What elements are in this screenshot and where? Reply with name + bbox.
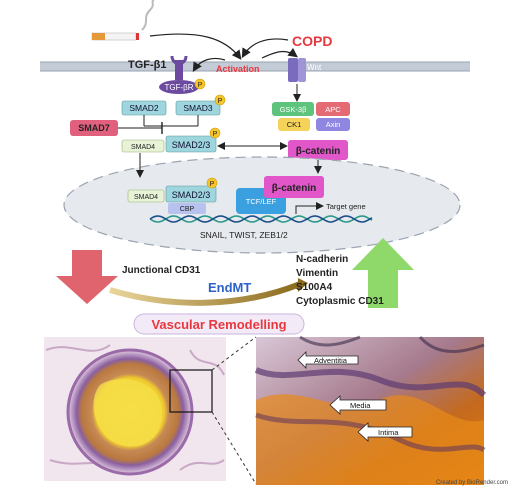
- svg-text:SMAD2/3: SMAD2/3: [172, 190, 211, 200]
- gsk3b-node: GSK-3β: [272, 102, 314, 116]
- smad23-nuc-node: SMAD2/3 P: [165, 177, 218, 203]
- svg-text:APC: APC: [325, 105, 341, 114]
- svg-text:Media: Media: [350, 401, 371, 410]
- svg-text:CBP: CBP: [180, 206, 195, 213]
- svg-text:TCF/LEF: TCF/LEF: [246, 197, 277, 206]
- svg-text:Intima: Intima: [378, 428, 399, 437]
- axin-node: Axin: [316, 118, 350, 131]
- smad7-node: SMAD7: [70, 120, 118, 136]
- copd-label: COPD: [292, 33, 332, 49]
- vascular-banner: [133, 313, 305, 335]
- snail-genes-label: SNAIL, TWIST, ZEB1/2: [200, 230, 288, 240]
- svg-text:Axin: Axin: [326, 120, 341, 129]
- smoke-arrow: [149, 33, 242, 60]
- activation-label: Activation: [216, 64, 260, 74]
- svg-text:β-catenin: β-catenin: [272, 183, 316, 194]
- histology-overview: [44, 337, 226, 481]
- tgf-ligand-label: TGF-β1: [128, 59, 167, 71]
- activation-right-arrow: [261, 47, 298, 59]
- adventitia-pointer: Adventitia: [297, 351, 359, 369]
- zoom-box: [169, 369, 213, 413]
- apc-node: APC: [316, 102, 350, 116]
- marker-ncadherin: N-cadherin: [296, 254, 348, 265]
- svg-text:SMAD4: SMAD4: [134, 194, 158, 201]
- smad4-cyto-node: SMAD4: [121, 139, 165, 153]
- smad2-node: SMAD2: [121, 100, 167, 116]
- cbp-node: CBP: [168, 203, 206, 214]
- smad3-node: SMAD3 P: [175, 94, 226, 116]
- svg-text:β-catenin: β-catenin: [296, 146, 340, 157]
- svg-text:SMAD2/3: SMAD2/3: [172, 140, 211, 150]
- junctional-label: Junctional CD31: [122, 265, 201, 276]
- marker-cytoplasmic-cd31: Cytoplasmic CD31: [296, 296, 384, 307]
- endmt-label: EndMT: [208, 280, 251, 295]
- svg-text:P: P: [213, 131, 218, 138]
- cell-membrane: [40, 61, 470, 72]
- down-arrow: [56, 250, 118, 304]
- media-pointer: Media: [329, 395, 387, 415]
- receptor-label: TGF-βR: [164, 83, 193, 92]
- svg-text:P: P: [198, 82, 203, 89]
- svg-text:SMAD7: SMAD7: [78, 123, 110, 133]
- wnt-receptor: Wnt: [288, 58, 322, 82]
- svg-text:GSK-3β: GSK-3β: [280, 105, 308, 114]
- histology-zoom: [254, 335, 487, 485]
- svg-text:CK1: CK1: [287, 120, 302, 129]
- copd-arrow: [241, 38, 289, 59]
- marker-s100a4: S100A4: [296, 282, 333, 293]
- svg-text:P: P: [218, 98, 223, 105]
- smad4-nuc-node: SMAD4: [127, 189, 165, 203]
- credit-label: Created by BioRender.com: [436, 480, 508, 486]
- vascular-label: Vascular Remodelling: [151, 317, 286, 332]
- smad23-cyto-node: SMAD2/3 P: [165, 127, 221, 153]
- cigarette-icon: [91, 0, 155, 41]
- wnt-label: Wnt: [307, 63, 322, 72]
- svg-text:P: P: [210, 181, 215, 188]
- svg-text:SMAD2: SMAD2: [129, 103, 159, 113]
- endmt-curved-arrow: [109, 281, 302, 306]
- beta-catenin-cyto-node: β-catenin: [288, 140, 348, 160]
- svg-text:SMAD4: SMAD4: [131, 144, 155, 151]
- beta-catenin-nuc-node: β-catenin: [264, 176, 324, 198]
- intima-pointer: Intima: [357, 422, 413, 442]
- mesenchymal-markers: N-cadherin Vimentin S100A4 Cytoplasmic C…: [296, 254, 384, 307]
- marker-vimentin: Vimentin: [296, 268, 338, 279]
- svg-text:SMAD3: SMAD3: [183, 103, 213, 113]
- tgf-receptor: TGF-βR P: [159, 55, 206, 94]
- ck1-node: CK1: [278, 118, 310, 131]
- svg-text:Adventitia: Adventitia: [314, 356, 348, 365]
- up-arrow: [352, 238, 414, 308]
- activation-left-arrow: [192, 57, 226, 73]
- dna-strand: [149, 215, 373, 223]
- target-gene-label: Target gene: [326, 202, 366, 211]
